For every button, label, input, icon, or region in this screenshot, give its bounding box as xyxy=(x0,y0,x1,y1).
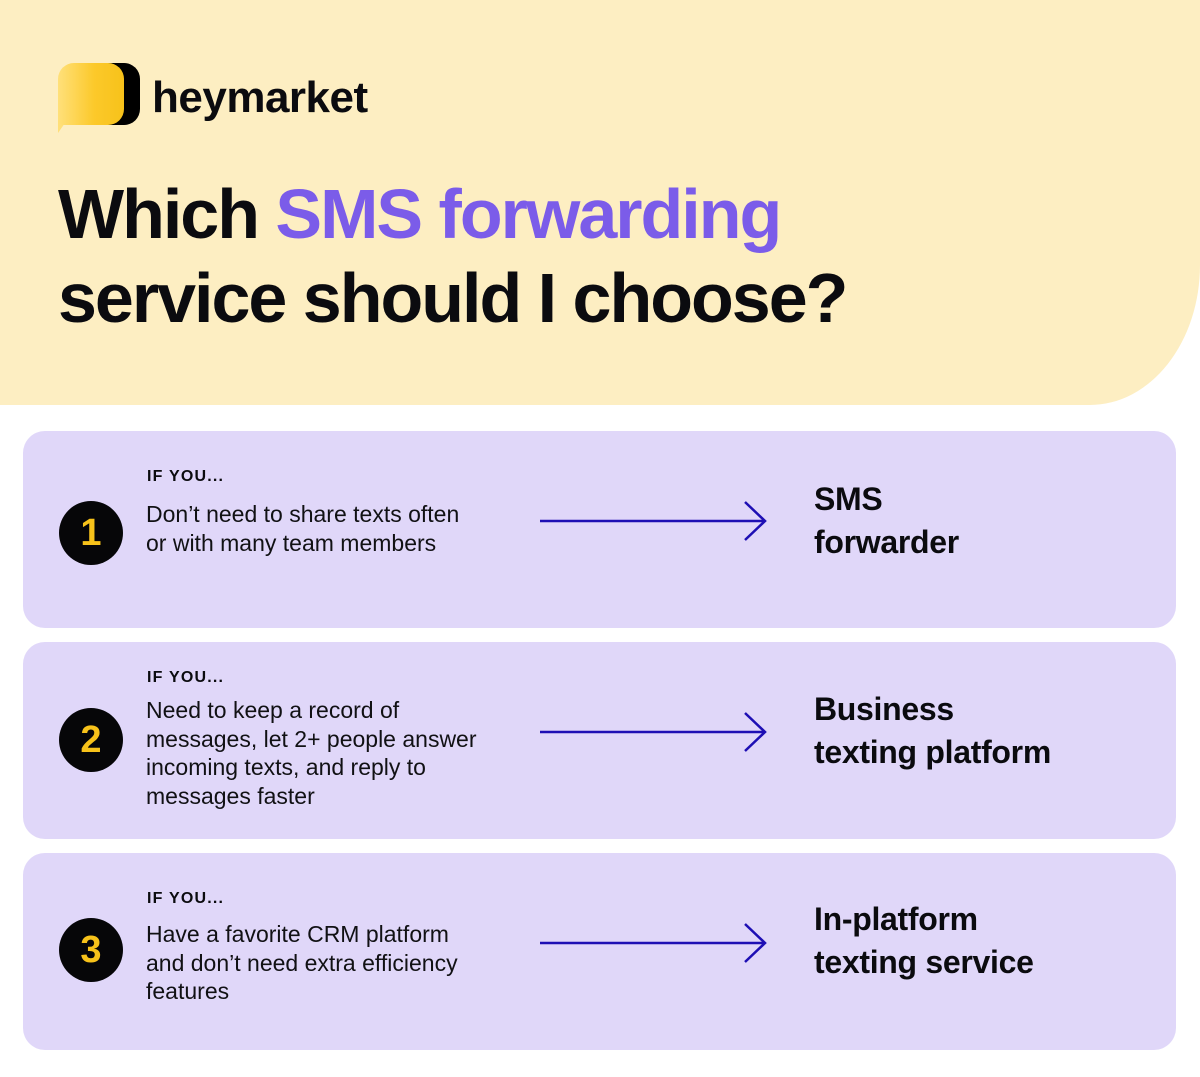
brand-name: heymarket xyxy=(152,73,368,122)
recommendation-line-2: texting service xyxy=(814,944,1034,980)
condition-label: IF YOU... xyxy=(147,890,225,907)
recommendation-line-2: texting platform xyxy=(814,734,1051,770)
option-card-2: 2 IF YOU... Need to keep a record of mes… xyxy=(23,642,1176,839)
recommendation: In-platform texting service xyxy=(814,898,1144,984)
recommendation-line-1: In-platform xyxy=(814,901,978,937)
option-card-1: 1 IF YOU... Don’t need to share texts of… xyxy=(23,431,1176,628)
recommendation-line-1: Business xyxy=(814,691,954,727)
chat-bubble-icon xyxy=(58,62,142,134)
condition-label: IF YOU... xyxy=(147,468,225,485)
page-title: Which SMS forwarding service should I ch… xyxy=(58,172,1058,340)
condition-label: IF YOU... xyxy=(147,669,225,686)
title-highlight: SMS forwarding xyxy=(275,175,782,253)
condition-description: Don’t need to share texts often or with … xyxy=(146,501,460,556)
condition-description: Have a favorite CRM platform and don’t n… xyxy=(146,921,458,1004)
arrow-right-icon xyxy=(540,501,767,541)
recommendation: SMS forwarder xyxy=(814,478,1144,564)
number-badge: 3 xyxy=(59,918,123,982)
arrow-right-icon xyxy=(540,923,767,963)
brand-logo: heymarket xyxy=(58,62,368,134)
hero-curve xyxy=(900,0,1200,405)
title-prefix: Which xyxy=(58,175,276,253)
option-card-3: 3 IF YOU... Have a favorite CRM platform… xyxy=(23,853,1176,1050)
number-badge: 1 xyxy=(59,501,123,565)
recommendation: Business texting platform xyxy=(814,688,1144,774)
arrow-right-icon xyxy=(540,712,767,752)
title-line-2: service should I choose? xyxy=(58,259,848,337)
number-badge: 2 xyxy=(59,708,123,772)
condition-description: Need to keep a record of messages, let 2… xyxy=(146,697,477,809)
recommendation-line-1: SMS xyxy=(814,481,883,517)
recommendation-line-2: forwarder xyxy=(814,524,959,560)
